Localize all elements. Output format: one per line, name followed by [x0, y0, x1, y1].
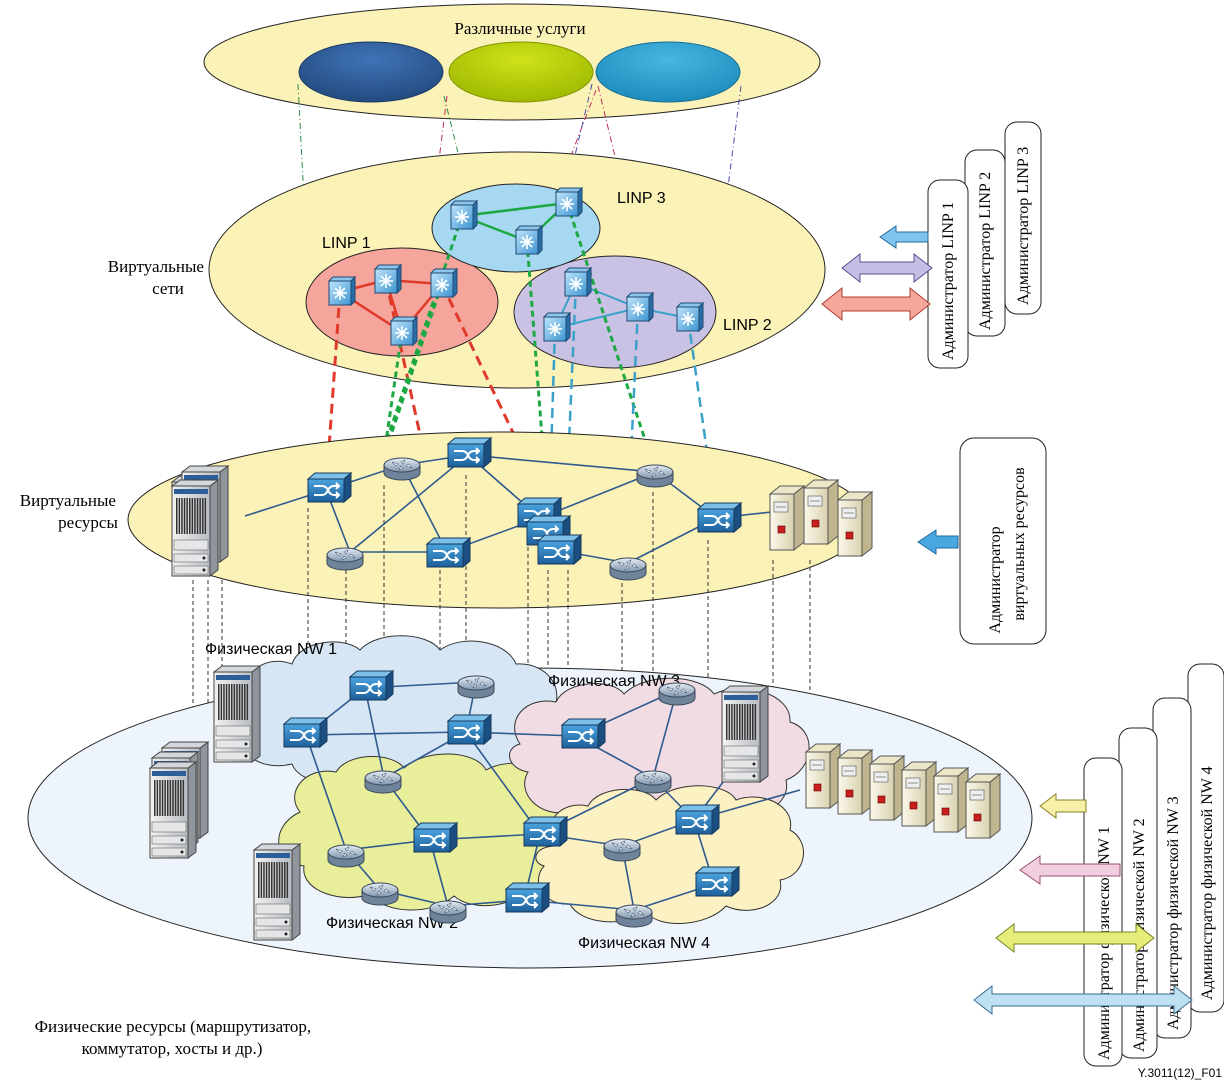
virtual-router-3: [636, 464, 674, 488]
nw1-router-1: [457, 675, 495, 699]
linp1-node-3: [429, 267, 459, 299]
svg-text:виртуальных ресурсов: виртуальных ресурсов: [1011, 467, 1028, 621]
physical-host-4: [900, 760, 938, 828]
nw2-switch-1: [412, 821, 459, 854]
nw1-switch-1: [348, 669, 395, 702]
linp3-node-1: [449, 199, 479, 231]
phys-nw2-label: Физическая NW 2: [326, 915, 458, 932]
virtual-switch-7: [696, 501, 743, 534]
svg-text:Администратор LINP 2: Администратор LINP 2: [977, 172, 994, 330]
virtual-networks-layer: Виртуальные сети LINP 1 LINP 2 LINP 3: [108, 151, 826, 389]
phys-nw1-arrow-icon: [1039, 793, 1087, 819]
virtual-resources-admin: Администратор виртуальных ресурсов: [917, 437, 1047, 645]
linp1-node-4: [389, 315, 419, 347]
linp1-label: LINP 1: [322, 235, 371, 252]
svg-text:Администратор LINP 3: Администратор LINP 3: [1015, 147, 1032, 305]
virtual-router-2: [326, 547, 364, 571]
nw3-router-2: [634, 770, 672, 794]
service-2: [448, 41, 594, 103]
linp3-label: LINP 3: [617, 190, 666, 207]
virtual-router-4: [609, 557, 647, 581]
nw4-router-1: [603, 838, 641, 862]
phys-nw4-label: Физическая NW 4: [578, 935, 710, 952]
linp2-node-3: [542, 311, 572, 343]
physical-host-1: [804, 742, 842, 810]
phys-nw1-label: Физическая NW 1: [205, 641, 337, 658]
physical-rack-nw3: [720, 685, 770, 783]
virtual-switch-3: [425, 536, 472, 569]
linp2-node-1: [563, 266, 593, 298]
svg-text:Администратор физической NW 4: Администратор физической NW 4: [1199, 766, 1216, 1000]
linp3-node-3: [554, 186, 584, 218]
physical-host-6: [964, 772, 1002, 840]
physical-host-2: [836, 748, 874, 816]
phys-nw3-label: Физическая NW 3: [548, 673, 680, 690]
phys-nw2-admin-box: Администратор физической NW 2: [1118, 727, 1158, 1059]
physical-resources-label: Физические ресурсы (маршрутизатор, комму…: [35, 1017, 316, 1058]
virtual-switch-1: [306, 471, 353, 504]
nw4-switch-2: [674, 803, 721, 836]
physical-rack-stack: [148, 761, 198, 859]
nw3-switch-1: [560, 717, 607, 750]
phys-nw3-admin-box: Администратор физической NW 3: [1152, 697, 1192, 1039]
service-1: [298, 41, 444, 103]
linp2-node-2: [625, 291, 655, 323]
linp1-arrow-icon: [821, 286, 931, 322]
phys-nw4-admin-box: Администратор физической NW 4: [1187, 663, 1224, 1013]
phys-nw2-arrow-icon: [1019, 855, 1121, 885]
phys-nw4-arrow-icon: [973, 984, 1193, 1016]
phys-nw1-admin-box: Администратор физической NW 1: [1083, 757, 1123, 1067]
nw1-switch-2: [282, 716, 329, 749]
physical-rack-nw2: [252, 843, 302, 941]
virtual-host-2: [802, 478, 840, 546]
virtual-switch-6: [536, 533, 583, 566]
physical-host-5: [932, 766, 970, 834]
physical-host-3: [868, 754, 906, 822]
nw3-router-1: [658, 682, 696, 706]
nw4-switch-1: [504, 881, 551, 914]
services-title: Различные услуги: [454, 19, 585, 38]
linp1-node-2: [373, 263, 403, 295]
phys-nw3-arrow-icon: [995, 922, 1155, 954]
linp-admins: Администратор LINP 3 Администратор LINP …: [821, 121, 1042, 369]
linp1-admin-box: Администратор LINP 1: [927, 179, 969, 369]
nw4-router-2: [615, 904, 653, 928]
virtual-resources-arrow-icon: [917, 529, 959, 555]
virtual-networks-label: Виртуальные сети: [108, 257, 208, 298]
linp2-arrow-icon: [841, 252, 933, 284]
nw2-switch-2: [522, 815, 569, 848]
linp3-arrow-icon: [879, 225, 929, 249]
services-layer: Различные услуги: [203, 3, 821, 121]
virtual-server-rack: [170, 479, 220, 577]
physical-rack-nw1: [212, 665, 262, 763]
nw2-router-1: [327, 844, 365, 868]
linp-nodes: [327, 186, 705, 347]
nw2-router-2: [361, 882, 399, 906]
nw1-router-2: [364, 770, 402, 794]
linp3-admin-box: Администратор LINP 3: [1004, 121, 1042, 315]
linp2-label: LINP 2: [723, 317, 772, 334]
linp1-node-1: [327, 275, 357, 307]
svg-text:Администратор физической NW 3: Администратор физической NW 3: [1165, 796, 1182, 1030]
svg-text:Администратор LINP 1: Администратор LINP 1: [940, 202, 957, 360]
linp2-node-4: [675, 301, 705, 333]
nw4-switch-3: [694, 865, 741, 898]
virtual-switch-2: [446, 436, 493, 469]
svg-text:Администратор: Администратор: [987, 526, 1004, 633]
resource-nodes: [148, 436, 1002, 941]
nw2-router-3: [429, 900, 467, 924]
virtual-host-3: [836, 490, 874, 558]
linp2-admin-box: Администратор LINP 2: [964, 149, 1006, 337]
physical-admins: Администратор физической NW 4 Администра…: [973, 663, 1224, 1067]
cloud-nw4: [535, 785, 804, 924]
virtual-resources-label: Виртуальные ресурсы: [20, 491, 120, 532]
linp3-node-2: [514, 224, 544, 256]
virtual-host-1: [768, 484, 806, 552]
figure-code: Y.3011(12)_F01: [1138, 1066, 1223, 1080]
service-3: [595, 41, 741, 103]
virtual-router-1: [383, 457, 421, 481]
nw1-switch-3: [446, 713, 493, 746]
